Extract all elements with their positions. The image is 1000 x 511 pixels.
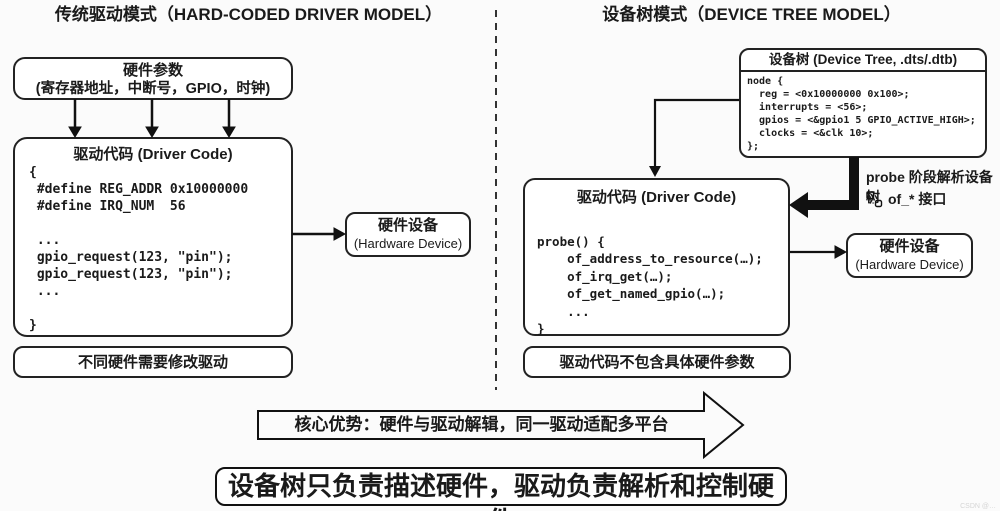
footer-caption-box: 设备树只负责描述硬件，驱动负责解析和控制硬件 [215, 467, 787, 511]
code-line: node { [747, 76, 784, 87]
code-line: ... [537, 303, 590, 319]
right-hardware-device-subtitle: (Hardware Device) [855, 257, 964, 272]
left-driver-code-title: 驱动代码 (Driver Code) [73, 146, 233, 163]
left-hardware-params-box: 硬件参数 (寄存器地址，中断号，GPIO，时钟) [13, 57, 293, 100]
right-driver-code-title: 驱动代码 (Driver Code) [576, 189, 737, 206]
right-hardware-device-box: 硬件设备 (Hardware Device) [846, 233, 973, 278]
probe-thick-arrow [789, 157, 859, 218]
code-line: of_get_named_gpio(…); [537, 286, 726, 301]
param-arrows [68, 99, 236, 138]
right-hardware-device-title: 硬件设备 [879, 238, 940, 255]
code-line: #define REG_ADDR 0x10000000 [29, 182, 249, 197]
code-line [29, 215, 291, 232]
left-conclusion-box: 不同硬件需要修改驱动 [13, 346, 293, 378]
left-hardware-device-title: 硬件设备 [377, 217, 438, 234]
right-driver-code-box: 驱动代码 (Driver Code) probe() { of_address_… [523, 178, 790, 336]
params-box-title: 硬件参数 [122, 62, 183, 79]
probe-note-line2-label: of_* 接口 [888, 191, 947, 207]
code-line [537, 215, 788, 233]
code-line: #define IRQ_NUM 56 [29, 199, 186, 214]
code-line: of_irq_get(…); [537, 268, 673, 284]
devicetree-box-title: 设备树 (Device Tree, .dts/.dtb) [741, 50, 985, 72]
right-driver-code: probe() { of_address_to_resource(…); of_… [525, 215, 788, 338]
right-conclusion-box: 驱动代码不包含具体硬件参数 [523, 346, 791, 378]
code-line: ... [29, 284, 61, 299]
workflow-parse-icon [866, 190, 883, 208]
left-hardware-device-subtitle: (Hardware Device) [353, 236, 463, 251]
code-line: { [29, 165, 37, 180]
code-line: ... [29, 233, 61, 248]
params-box-subtitle: (寄存器地址，中断号，GPIO，时钟) [35, 81, 271, 97]
code-line: clocks = <&clk 10>; [747, 128, 874, 139]
probe-note-line2: of_* 接口 [866, 189, 946, 209]
code-line: } [537, 321, 545, 336]
banner-text: 核心优势：硬件与驱动解辑，同一驱动适配多平台 [294, 415, 669, 434]
right-conclusion-text: 驱动代码不包含具体硬件参数 [559, 354, 755, 371]
right-column-title: 设备树模式（DEVICE TREE MODEL） [602, 5, 901, 24]
left-column-title: 传统驱动模式（HARD-CODED DRIVER MODEL） [54, 5, 443, 24]
code-line: of_address_to_resource(…); [537, 251, 763, 266]
left-conclusion-text: 不同硬件需要修改驱动 [77, 354, 228, 371]
left-hardware-device-box: 硬件设备 (Hardware Device) [345, 212, 471, 257]
code-line: reg = <0x10000000 0x100>; [747, 89, 910, 100]
code-line: gpio_request(123, "pin"); [29, 250, 233, 265]
devicetree-code: node { reg = <0x10000000 0x100>; interru… [741, 72, 985, 153]
code-line: gpio_request(123, "pin"); [29, 267, 233, 282]
left-driver-code-box: 驱动代码 (Driver Code) { #define REG_ADDR 0x… [13, 137, 293, 337]
code-line: }; [747, 141, 760, 152]
left-driver-to-hardware-arrow [292, 227, 347, 241]
footer-caption-text: 设备树只负责描述硬件，驱动负责解析和控制硬件 [227, 471, 774, 511]
watermark: CSDN @… [960, 503, 996, 510]
left-driver-code: { #define REG_ADDR 0x10000000 #define IR… [15, 164, 291, 334]
devicetree-to-driver-arrow [649, 98, 739, 177]
code-line: } [29, 318, 37, 333]
code-line: probe() { [537, 233, 605, 249]
right-driver-to-hardware-arrow [790, 245, 848, 259]
devicetree-box: 设备树 (Device Tree, .dts/.dtb) node { reg … [739, 48, 987, 158]
code-line [29, 300, 291, 317]
code-line: interrupts = <56>; [747, 102, 868, 113]
code-line: gpios = <&gpio1 5 GPIO_ACTIVE_HIGH>; [747, 115, 976, 126]
